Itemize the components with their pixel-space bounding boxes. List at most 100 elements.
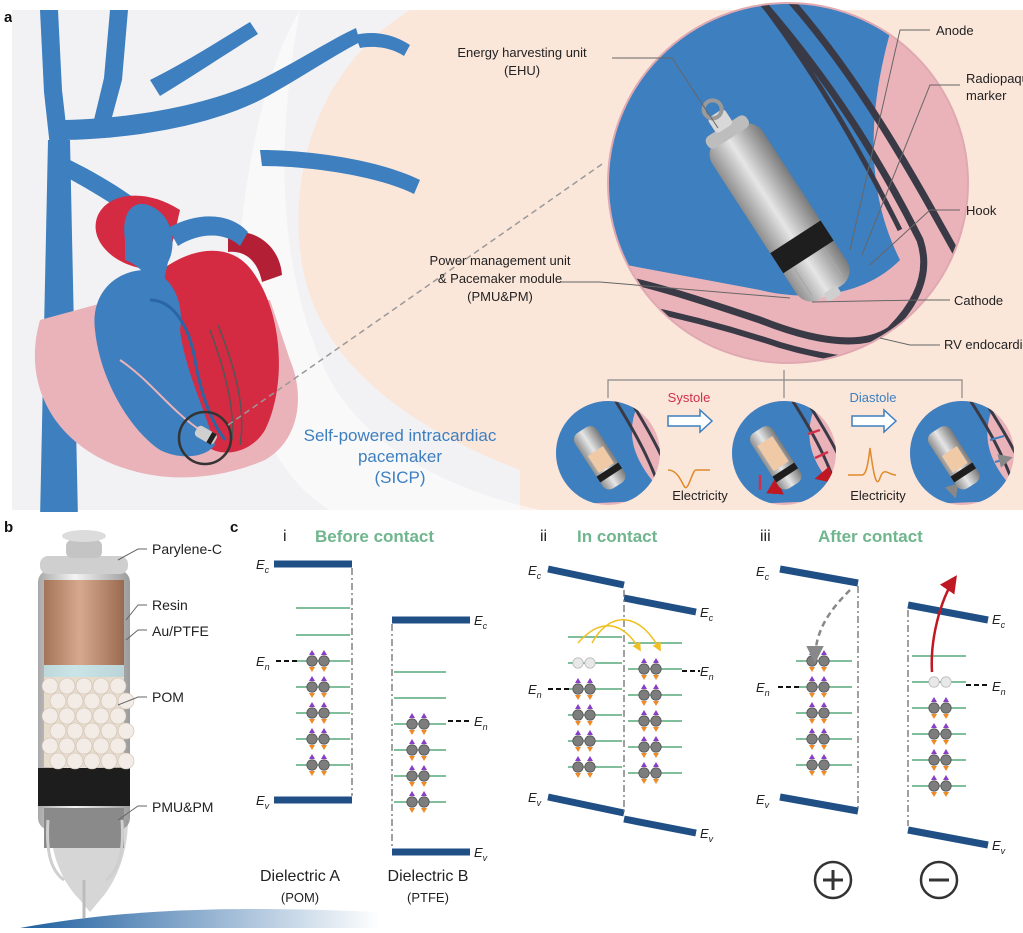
dielectric-a-material: (POM) xyxy=(281,890,319,905)
electron-particle xyxy=(584,761,596,773)
electron-return-arrow xyxy=(806,589,851,664)
spin-down-marker xyxy=(821,693,827,698)
electron-particle xyxy=(638,741,650,753)
pom-sphere xyxy=(58,737,76,755)
electron-particle xyxy=(806,681,818,693)
spin-up-marker xyxy=(809,754,815,759)
spin-down-marker xyxy=(931,766,937,771)
electron-particle xyxy=(650,689,662,701)
spin-up-marker xyxy=(309,754,315,759)
rv-endocardium-label: RV endocardium xyxy=(944,337,1023,352)
spin-up-marker xyxy=(309,650,315,655)
spin-up-marker xyxy=(809,728,815,733)
spin-up-marker xyxy=(821,728,827,733)
pom-sphere xyxy=(109,707,127,725)
pom-sphere xyxy=(75,737,93,755)
bottom-wave-decoration xyxy=(20,908,380,928)
spin-up-marker xyxy=(421,739,427,744)
spin-up-marker xyxy=(943,749,949,754)
panel-b-label: b xyxy=(4,519,13,536)
electron-particle xyxy=(418,770,430,782)
electron-particle xyxy=(584,735,596,747)
electron-particle xyxy=(818,655,830,667)
heart-illustration xyxy=(34,195,298,478)
spin-down-marker xyxy=(809,719,815,724)
parylene-label: Parylene-C xyxy=(152,541,222,557)
spin-down-marker xyxy=(943,766,949,771)
pom-sphere xyxy=(83,692,101,710)
spin-down-marker xyxy=(421,782,427,787)
spin-up-marker xyxy=(421,791,427,796)
spin-down-marker xyxy=(931,714,937,719)
spin-up-marker xyxy=(309,676,315,681)
spin-down-marker xyxy=(653,753,659,758)
spin-down-marker xyxy=(409,756,415,761)
spin-up-marker xyxy=(931,775,937,780)
electron-particle xyxy=(406,744,418,756)
spin-down-marker xyxy=(809,667,815,672)
pom-sphere xyxy=(92,677,110,695)
spin-down-marker xyxy=(309,771,315,776)
spin-up-marker xyxy=(309,702,315,707)
spin-up-marker xyxy=(641,710,647,715)
spin-up-marker xyxy=(309,728,315,733)
electron-particle xyxy=(638,715,650,727)
spin-up-marker xyxy=(321,754,327,759)
spin-up-marker xyxy=(587,704,593,709)
spin-up-marker xyxy=(653,684,659,689)
electron-particle xyxy=(650,715,662,727)
spin-down-marker xyxy=(321,693,327,698)
spin-up-marker xyxy=(809,676,815,681)
pmu-label-line1: Power management unit xyxy=(430,253,571,268)
spin-up-marker xyxy=(421,765,427,770)
electron-particle xyxy=(638,767,650,779)
electron-particle xyxy=(940,676,952,688)
negative-charge-icon xyxy=(919,860,959,900)
spin-down-marker xyxy=(409,782,415,787)
pom-sphere xyxy=(58,707,76,725)
valence-band-a-after xyxy=(779,793,859,815)
spin-down-marker xyxy=(641,701,647,706)
electron-particle xyxy=(928,754,940,766)
au-ptfe-label: Au/PTFE xyxy=(152,623,209,639)
zoom-guide-line xyxy=(227,161,606,426)
panel-a: a xyxy=(4,2,1023,520)
electricity-label-1: Electricity xyxy=(672,488,728,503)
electron-particle xyxy=(928,702,940,714)
electron-particle xyxy=(306,655,318,667)
stage-ii-title: In contact xyxy=(577,527,658,546)
electron-particle xyxy=(940,754,952,766)
spin-down-marker xyxy=(809,745,815,750)
stage-iii-number: iii xyxy=(760,528,771,545)
electron-particle xyxy=(940,780,952,792)
spin-down-marker xyxy=(641,779,647,784)
electricity-waveform-2 xyxy=(848,447,897,483)
spin-up-marker xyxy=(641,736,647,741)
electron-particle xyxy=(806,707,818,719)
electron-particle xyxy=(572,709,584,721)
spin-down-marker xyxy=(821,719,827,724)
electron-particle xyxy=(584,683,596,695)
stage-i-title: Before contact xyxy=(315,527,434,546)
spin-up-marker xyxy=(653,736,659,741)
electron-particle xyxy=(572,761,584,773)
spin-up-marker xyxy=(641,658,647,663)
callout-lines xyxy=(560,29,960,346)
sicp-label-line3: (SICP) xyxy=(375,468,426,487)
radiopaque-label-line2: marker xyxy=(966,88,1007,103)
electron-particle xyxy=(306,707,318,719)
spin-down-marker xyxy=(653,675,659,680)
resin-label: Resin xyxy=(152,597,188,613)
spin-up-marker xyxy=(587,730,593,735)
pom-sphere xyxy=(92,707,110,725)
spin-up-marker xyxy=(931,749,937,754)
sicp-label-line2: pacemaker xyxy=(358,447,442,466)
spin-up-marker xyxy=(653,658,659,663)
spin-down-marker xyxy=(321,745,327,750)
spin-up-marker xyxy=(943,723,949,728)
spin-down-marker xyxy=(309,693,315,698)
pom-sphere xyxy=(41,707,59,725)
electron-particle xyxy=(818,707,830,719)
spin-up-marker xyxy=(321,650,327,655)
spin-down-marker xyxy=(321,771,327,776)
